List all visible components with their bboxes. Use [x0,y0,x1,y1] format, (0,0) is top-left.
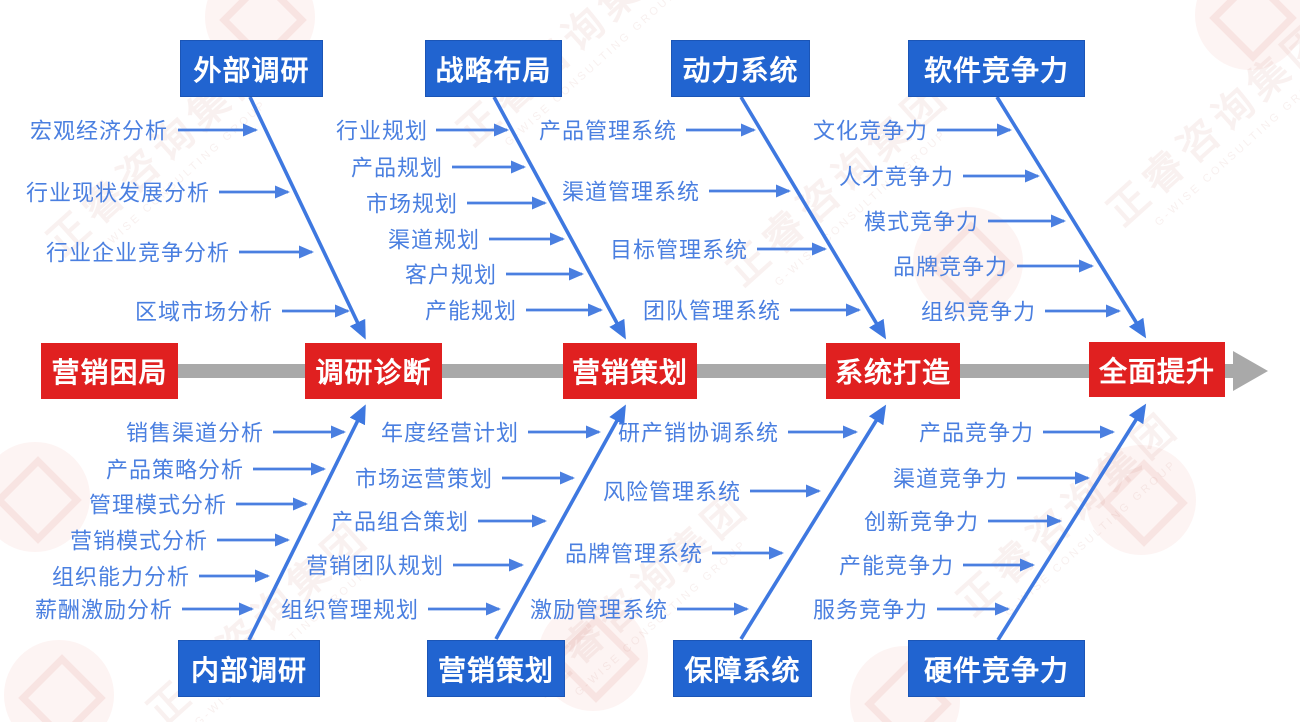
item-label: 产品规划 [350,155,443,181]
spine-arrowhead-icon [1233,351,1268,391]
item-label: 销售渠道分析 [125,420,264,446]
item-label: 产品管理系统 [538,118,677,144]
item-label: 激励管理系统 [529,597,668,623]
category-box-hard-competitiveness: 硬件竞争力 [908,640,1085,697]
branch-line-bottom-4 [996,403,1147,641]
stage-box-marketing-planning: 营销策划 [563,343,697,399]
item-label: 产品组合策划 [330,509,469,535]
item-label: 宏观经济分析 [29,118,168,144]
category-box-external-research: 外部调研 [180,40,323,97]
item-label: 服务竞争力 [812,597,928,623]
item-label: 渠道管理系统 [561,179,700,205]
item-label: 研产销协调系统 [617,420,779,446]
branch-line-bottom-3 [739,404,887,640]
item-label: 文化竞争力 [812,118,928,144]
item-label: 产能竞争力 [838,553,954,579]
item-label: 风险管理系统 [602,479,741,505]
item-label: 行业现状发展分析 [25,180,210,206]
item-label: 行业规划 [335,118,428,144]
branch-line-top-3 [739,96,887,340]
category-box-internal-research: 内部调研 [178,640,320,697]
stage-box-system-building: 系统打造 [826,343,960,399]
item-label: 创新竞争力 [863,509,979,535]
item-label: 营销团队规划 [305,553,444,579]
item-label: 组织能力分析 [51,564,190,590]
item-label: 团队管理系统 [642,298,781,324]
item-label: 薪酬激励分析 [34,597,173,623]
stage-box-research-diagnosis: 调研诊断 [305,343,442,399]
item-label: 模式竞争力 [863,209,979,235]
watermark-logo-icon [0,442,90,552]
branch-line-top-2 [492,96,626,340]
item-label: 品牌管理系统 [564,541,703,567]
item-label: 渠道竞争力 [892,466,1008,492]
branch-line-bottom-2 [494,404,626,640]
item-label: 产能规划 [424,298,517,324]
stage-box-overall-improvement: 全面提升 [1089,342,1225,397]
category-box-marketing-plan: 营销策划 [427,640,565,697]
item-label: 区域市场分析 [134,299,273,325]
item-label: 品牌竞争力 [892,254,1008,280]
item-label: 市场规划 [365,191,458,217]
branch-line-bottom-1 [247,404,366,641]
watermark-logo-icon [4,640,114,722]
item-label: 人才竞争力 [838,164,954,190]
category-box-soft-competitiveness: 软件竞争力 [908,40,1085,97]
item-label: 市场运营策划 [354,466,493,492]
item-label: 目标管理系统 [609,237,748,263]
category-box-support-system: 保障系统 [673,640,812,697]
category-box-power-system: 动力系统 [671,40,810,97]
item-label: 行业企业竞争分析 [45,240,230,266]
item-label: 营销模式分析 [69,528,208,554]
item-label: 组织竞争力 [920,299,1036,325]
branch-line-top-1 [248,96,366,340]
watermark-logo-icon [913,207,1023,317]
item-label: 年度经营计划 [380,420,519,446]
item-label: 管理模式分析 [88,492,227,518]
item-label: 产品竞争力 [918,420,1034,446]
item-label: 渠道规划 [387,227,480,253]
item-label: 客户规划 [404,262,497,288]
branch-line-top-4 [995,96,1147,339]
category-box-strategy-layout: 战略布局 [425,40,562,97]
item-label: 组织管理规划 [280,597,419,623]
item-label: 产品策略分析 [105,457,244,483]
stage-box-marketing-dilemma: 营销困局 [41,343,178,399]
watermark-logo-icon [1086,445,1196,555]
